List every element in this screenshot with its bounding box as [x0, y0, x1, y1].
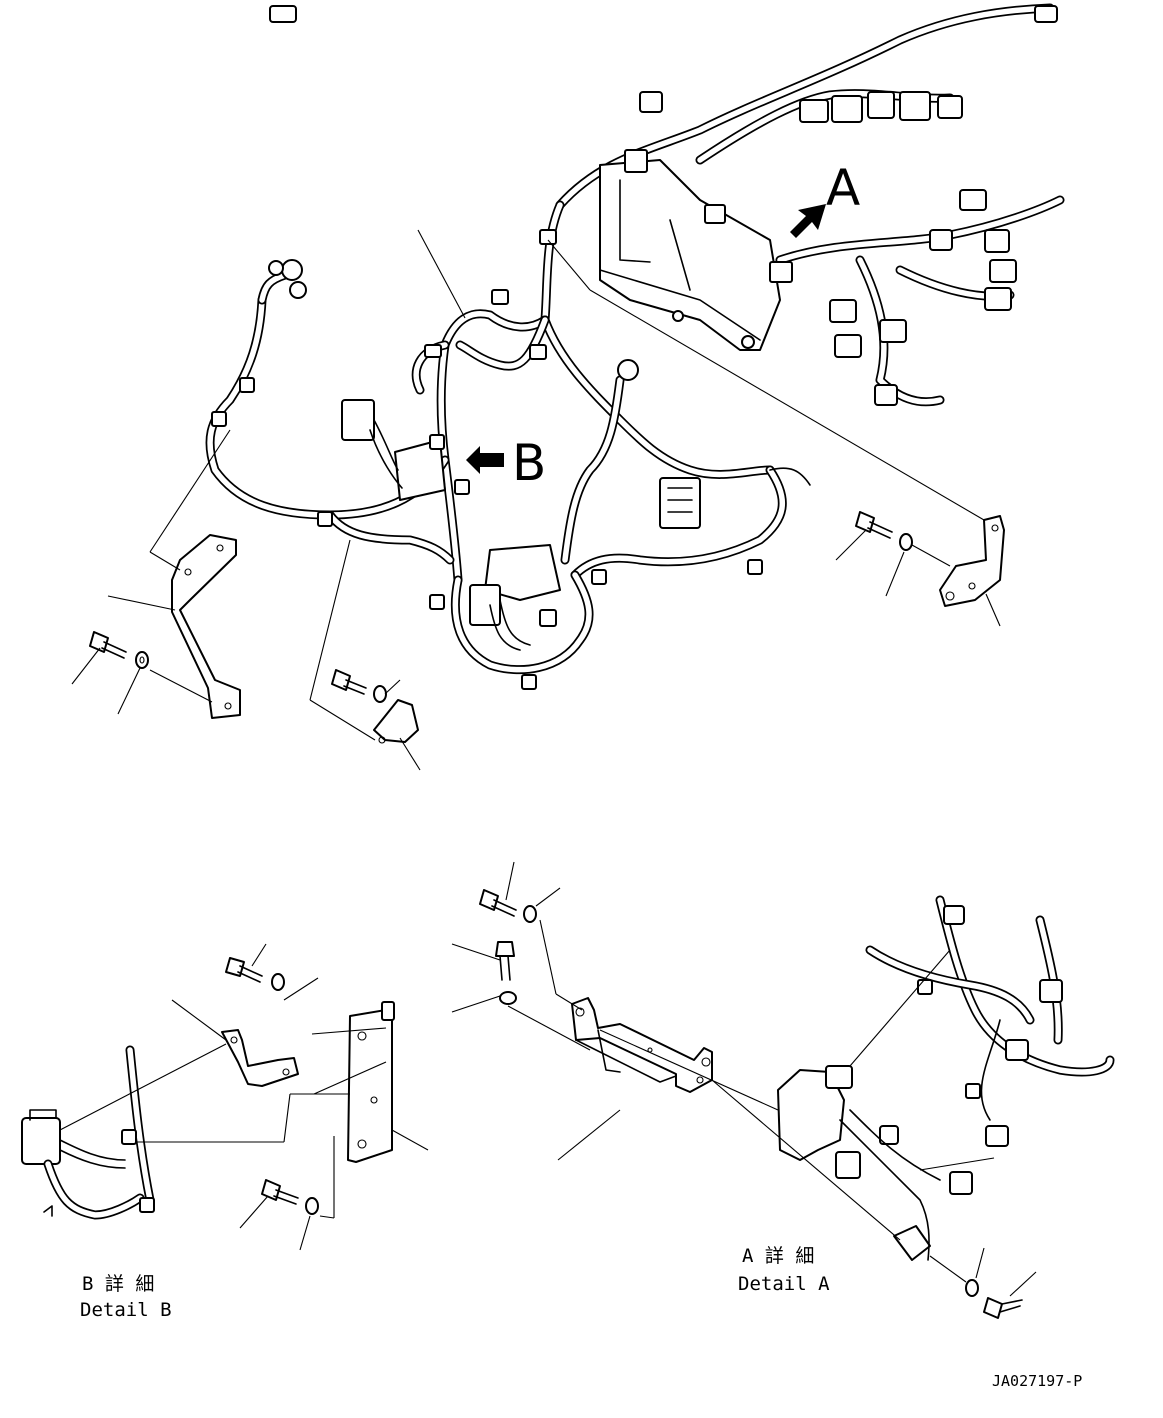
bracket-left	[89, 534, 241, 719]
view-a-arrow: A	[790, 159, 860, 238]
view-b-label: B	[512, 434, 546, 492]
view-b-arrow: B	[466, 434, 546, 492]
drawing-number: JA027197-P	[992, 1372, 1082, 1390]
connector-cluster-upper	[269, 5, 1058, 406]
clip-bracket	[331, 669, 419, 744]
lower-center-assembly	[424, 229, 811, 690]
component-b	[341, 399, 470, 501]
detail-b: B 詳 細 Detail B	[21, 943, 429, 1321]
detail-b-caption-en: Detail B	[80, 1299, 172, 1321]
detail-b-caption-jp: B 詳 細	[82, 1273, 154, 1295]
detail-a-caption-en: Detail A	[738, 1273, 830, 1295]
plate-bracket-right	[855, 511, 1005, 607]
view-a-label: A	[826, 159, 860, 217]
detail-a-caption-jp: A 詳 細	[742, 1245, 814, 1267]
left-harness-branch	[205, 259, 455, 565]
bracket-a-assembly	[599, 149, 793, 351]
detail-a: A 詳 細 Detail A	[451, 861, 1115, 1319]
leader-lines-main	[71, 229, 1001, 771]
main-assembly: A	[71, 3, 1065, 771]
